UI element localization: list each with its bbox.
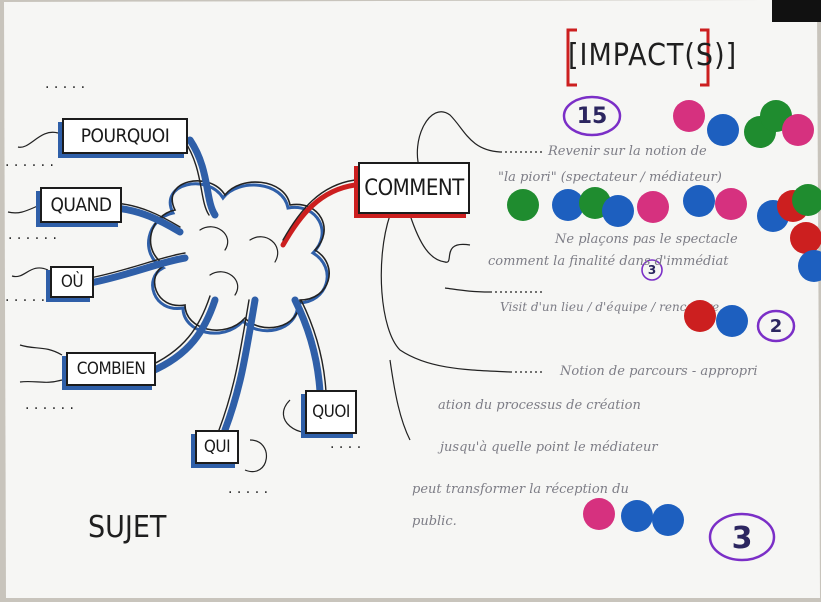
- sticker-dot-pink: [715, 188, 747, 220]
- total-count: 15: [576, 103, 608, 129]
- note-line-9: peut transformer la réception du: [412, 482, 629, 497]
- note-line-8: jusqu'à quelle point le médiateur: [440, 440, 658, 455]
- note-line-10: public.: [412, 514, 457, 529]
- count-third: 3: [731, 520, 753, 556]
- sticker-dot-blue: [716, 305, 748, 337]
- note-line-4: comment la finalité dans d'immédiat: [488, 254, 729, 269]
- box-ou: OÙ: [50, 266, 94, 298]
- svg-text:· · · · ·: · · · · ·: [45, 80, 85, 96]
- impact-title: [IMPACT(S)]: [568, 38, 738, 73]
- box-quand: QUAND: [40, 187, 122, 223]
- svg-text:· · · · · ·: · · · · · ·: [8, 231, 57, 247]
- sticker-dot-blue: [707, 114, 739, 146]
- svg-text:· · · ·: · · · ·: [330, 440, 361, 456]
- sticker-dot-pink: [583, 498, 615, 530]
- impact-bracket: [566, 28, 710, 87]
- note-line-6: Notion de parcours - appropri: [560, 364, 758, 379]
- purple-circles: [562, 95, 796, 562]
- sticker-dot-red: [684, 300, 716, 332]
- svg-text:· · · · ·: · · · · ·: [5, 293, 45, 309]
- sticker-dot-blue: [652, 504, 684, 536]
- svg-text:· · · · · ·: · · · · · ·: [5, 158, 54, 174]
- note-line-3: Ne plaçons pas le spectacle: [555, 232, 738, 247]
- sticker-dot-red: [790, 222, 821, 254]
- count-second: 2: [769, 315, 783, 337]
- paper: [4, 0, 820, 598]
- black-corner: [772, 0, 821, 22]
- note-line-2: "la piori" (spectateur / médiateur): [498, 170, 722, 185]
- note-line-7: ation du processus de création: [438, 398, 641, 413]
- sticker-dot-blue: [683, 185, 715, 217]
- sticker-dot-green: [507, 189, 539, 221]
- sticker-dot-blue: [621, 500, 653, 532]
- count-mid: 3: [647, 263, 657, 277]
- box-qui: QUI: [195, 430, 239, 464]
- sticker-dot-blue: [798, 250, 821, 282]
- sticker-dot-pink: [782, 114, 814, 146]
- box-comment: COMMENT: [358, 162, 470, 214]
- svg-text:· · · · · ·: · · · · · ·: [25, 401, 74, 417]
- box-pourquoi: POURQUOI: [62, 118, 188, 154]
- dotted-leaders: · · · · · · · · · · · · · · · · · · · · …: [5, 80, 361, 501]
- box-combien: COMBIEN: [66, 352, 156, 386]
- sticker-dot-blue: [602, 195, 634, 227]
- box-quoi: QUOI: [305, 390, 357, 434]
- note-line-1: Revenir sur la notion de: [548, 144, 707, 159]
- right-branches: [380, 111, 545, 441]
- sticker-dot-green: [792, 184, 821, 216]
- sticker-dot-pink: [673, 100, 705, 132]
- svg-text:· · · · ·: · · · · ·: [228, 485, 268, 501]
- sujet-label: SUJET: [88, 510, 167, 545]
- note-line-5: Visit d'un lieu / d'équipe / rencontre: [500, 300, 720, 314]
- sticker-dot-blue: [552, 189, 584, 221]
- sticker-dot-pink: [637, 191, 669, 223]
